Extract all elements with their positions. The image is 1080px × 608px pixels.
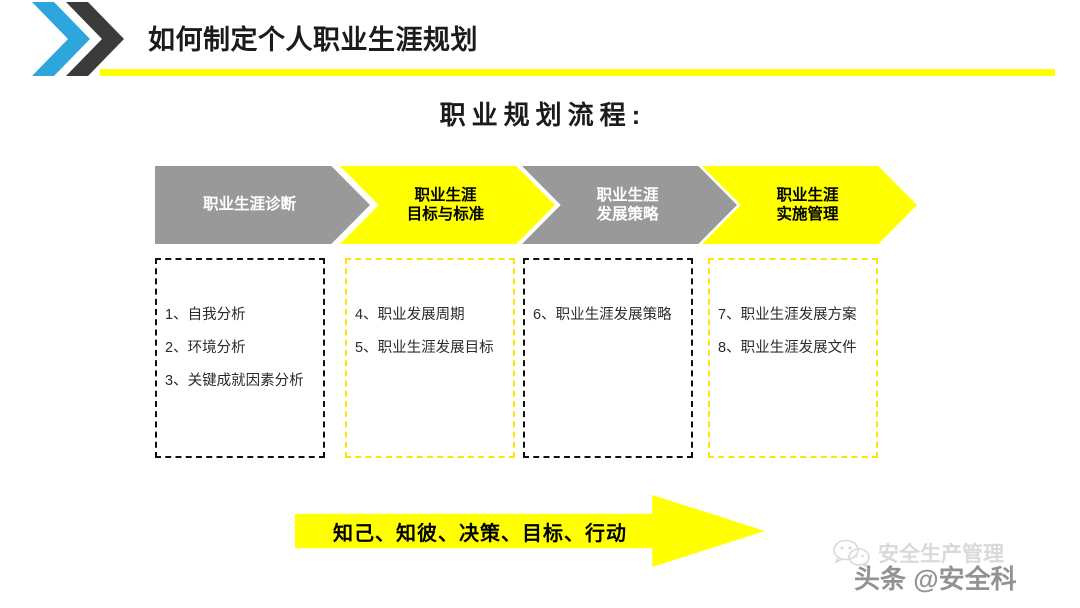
- detail-box-3-spacer: [533, 268, 685, 308]
- page-header: 如何制定个人职业生涯规划: [0, 0, 1080, 84]
- detail-box-4-item-2: 8、职业生涯发展文件: [718, 339, 857, 356]
- process-chevron-row: 职业生涯诊断 职业生涯 目标与标准 职业生涯 发展策略 职业生涯 实施管理: [150, 166, 917, 244]
- process-step-3[interactable]: 职业生涯 发展策略: [522, 166, 737, 244]
- summary-arrow-banner: 知己、知彼、决策、目标、行动: [295, 495, 765, 567]
- watermark-wechat: 安全生产管理: [832, 538, 1004, 568]
- watermark-wechat-label: 安全生产管理: [878, 543, 1004, 566]
- process-step-3-label-line2: 发展策略: [596, 206, 659, 223]
- detail-box-1-item-2: 2、环境分析: [165, 339, 246, 356]
- detail-box-4: 7、职业生涯发展方案 8、职业生涯发展文件: [708, 258, 878, 458]
- summary-arrow-label: 知己、知彼、决策、目标、行动: [333, 522, 627, 545]
- section-title: 职业规划流程:: [439, 100, 647, 130]
- process-step-1[interactable]: 职业生涯诊断: [155, 166, 370, 244]
- page-title: 如何制定个人职业生涯规划: [148, 25, 478, 55]
- process-step-2-label-line1: 职业生涯: [414, 186, 477, 204]
- wechat-icon: [832, 538, 872, 568]
- detail-box-2: 4、职业发展周期 5、职业生涯发展目标: [345, 258, 515, 458]
- detail-box-2-item-1: 4、职业发展周期: [355, 307, 465, 323]
- process-step-3-label-line1: 职业生涯: [596, 186, 659, 204]
- detail-box-1-item-1: 1、自我分析: [165, 307, 246, 323]
- detail-box-1: 1、自我分析 2、环境分析 3、关键成就因素分析: [155, 258, 325, 458]
- chevron-logo-dark-icon: [62, 0, 126, 78]
- process-step-1-label: 职业生涯诊断: [202, 196, 296, 214]
- detail-box-4-item-1: 7、职业生涯发展方案: [718, 307, 857, 323]
- detail-box-3-item-1: 6、职业生涯发展策略: [533, 307, 672, 323]
- watermark-group: 安全生产管理 头条 @安全科: [832, 534, 1080, 608]
- process-step-2[interactable]: 职业生涯 目标与标准: [340, 166, 555, 244]
- detail-box-1-item-3: 3、关键成就因素分析: [165, 372, 304, 389]
- detail-box-3: 6、职业生涯发展策略: [523, 258, 693, 458]
- detail-box-4-spacer: [718, 268, 870, 308]
- chevron-logo-blue-icon: [28, 0, 92, 78]
- process-step-4-label-line2: 实施管理: [776, 206, 839, 223]
- detail-box-2-item-2: 5、职业生涯发展目标: [355, 339, 494, 356]
- process-step-2-label-line2: 目标与标准: [406, 206, 485, 223]
- watermark-toutiao-label: 头条 @安全科: [854, 564, 1017, 594]
- process-step-4-label-line1: 职业生涯: [776, 186, 839, 204]
- detail-box-2-spacer: [355, 268, 507, 308]
- detail-box-1-spacer: [165, 268, 317, 308]
- header-underline: [100, 69, 1055, 76]
